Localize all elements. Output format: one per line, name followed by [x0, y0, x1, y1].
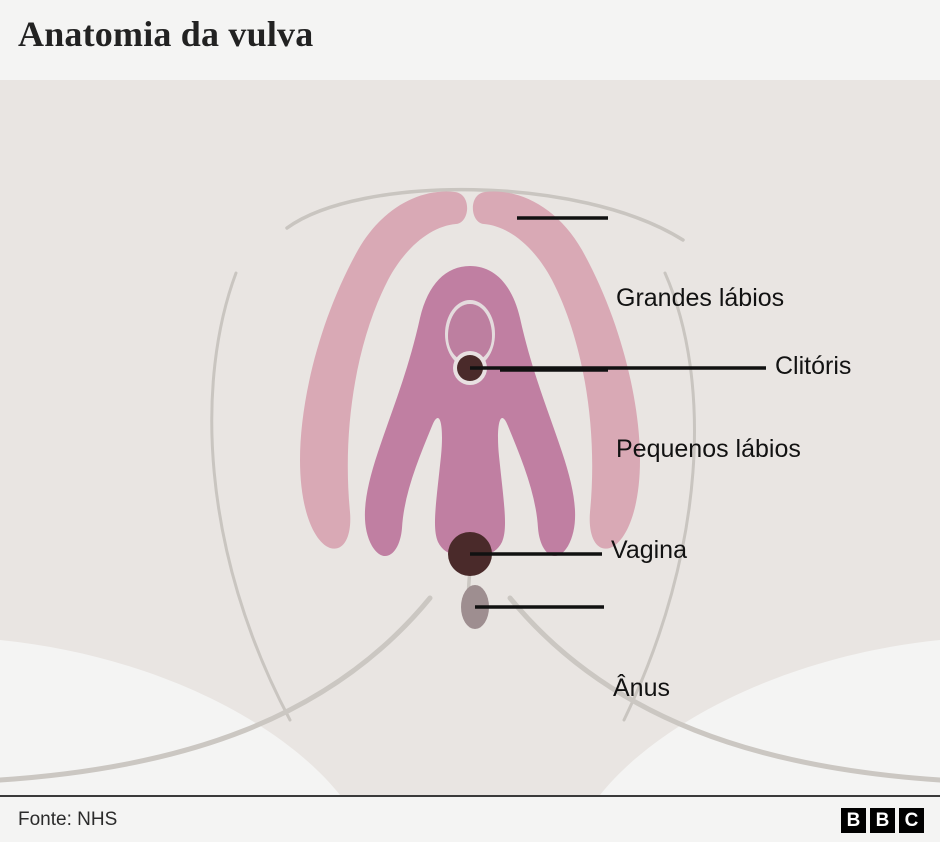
label-anus: Ânus [613, 674, 670, 702]
bbc-logo-letter-3: C [899, 808, 924, 833]
source-attribution: Fonte: NHS [18, 809, 118, 830]
label-clitoris: Clitóris [775, 352, 852, 380]
labia-majora-right [472, 191, 640, 549]
labia-minora [364, 266, 576, 557]
vulva-anatomy-illustration [0, 187, 940, 795]
page-title: Anatomia da vulva [18, 14, 314, 54]
thigh-crease-left-outline [210, 271, 292, 722]
label-grandes-labios: Grandes lábios [616, 284, 785, 312]
lower-background-shape [0, 640, 940, 795]
header: Anatomia da vulva [0, 0, 940, 80]
bbc-logo-letter-1: B [841, 808, 866, 833]
bbc-logo-letter-2: B [870, 808, 895, 833]
label-vagina: Vagina [611, 536, 687, 564]
label-pequenos-labios: Pequenos lábios [616, 435, 801, 463]
bbc-logo: B B C [841, 808, 924, 833]
labia-majora-left [300, 191, 468, 549]
diagram-panel: Grandes lábios Clitóris Pequenos lábios … [0, 80, 940, 795]
footer: Fonte: NHS B B C [0, 795, 940, 842]
thigh-crease-right-outline [622, 271, 696, 722]
thigh-contour-right [507, 595, 940, 783]
clitoral-hood [448, 304, 492, 362]
pubic-mound-outline [285, 187, 685, 242]
thigh-contour-left [0, 595, 433, 783]
